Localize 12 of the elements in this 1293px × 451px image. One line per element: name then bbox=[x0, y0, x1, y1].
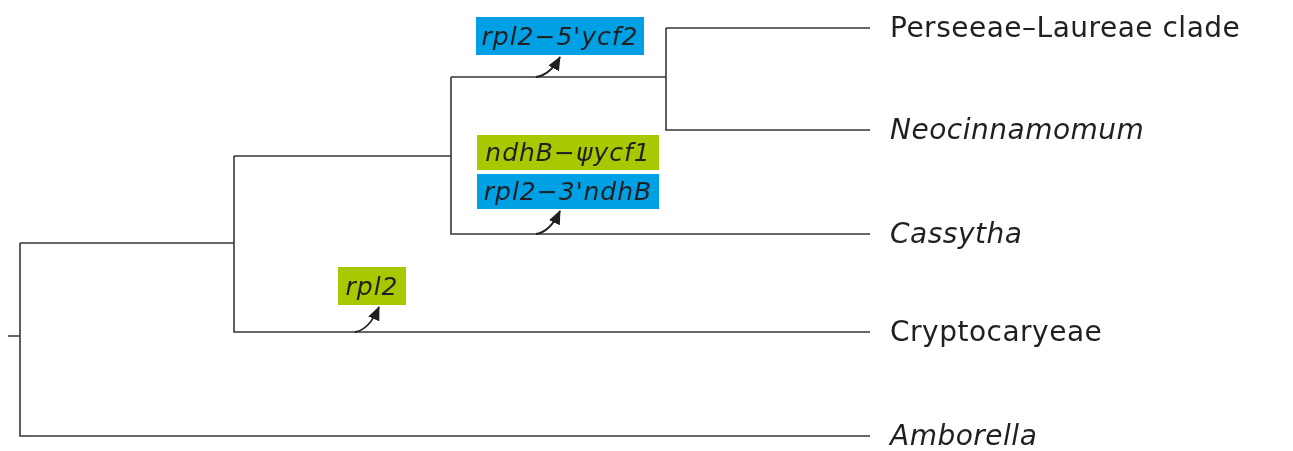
taxon-label: Cassytha bbox=[890, 217, 1023, 251]
gene-event-label: rpl2−3'ndhB bbox=[477, 174, 659, 209]
taxon-label: Perseeae–Laureae clade bbox=[890, 11, 1241, 45]
taxon-label: Neocinnamomum bbox=[890, 113, 1145, 147]
gene-event-label: ndhB−ψycf1 bbox=[477, 135, 659, 170]
arrow bbox=[535, 210, 561, 235]
taxon-label: Cryptocaryeae bbox=[890, 315, 1103, 349]
arrow bbox=[354, 306, 380, 333]
taxon-label: Amborella bbox=[890, 419, 1038, 451]
gene-event-label: rpl2 bbox=[338, 267, 406, 305]
arrow bbox=[535, 56, 561, 78]
gene-event-label: rpl2−5'ycf2 bbox=[476, 17, 644, 55]
